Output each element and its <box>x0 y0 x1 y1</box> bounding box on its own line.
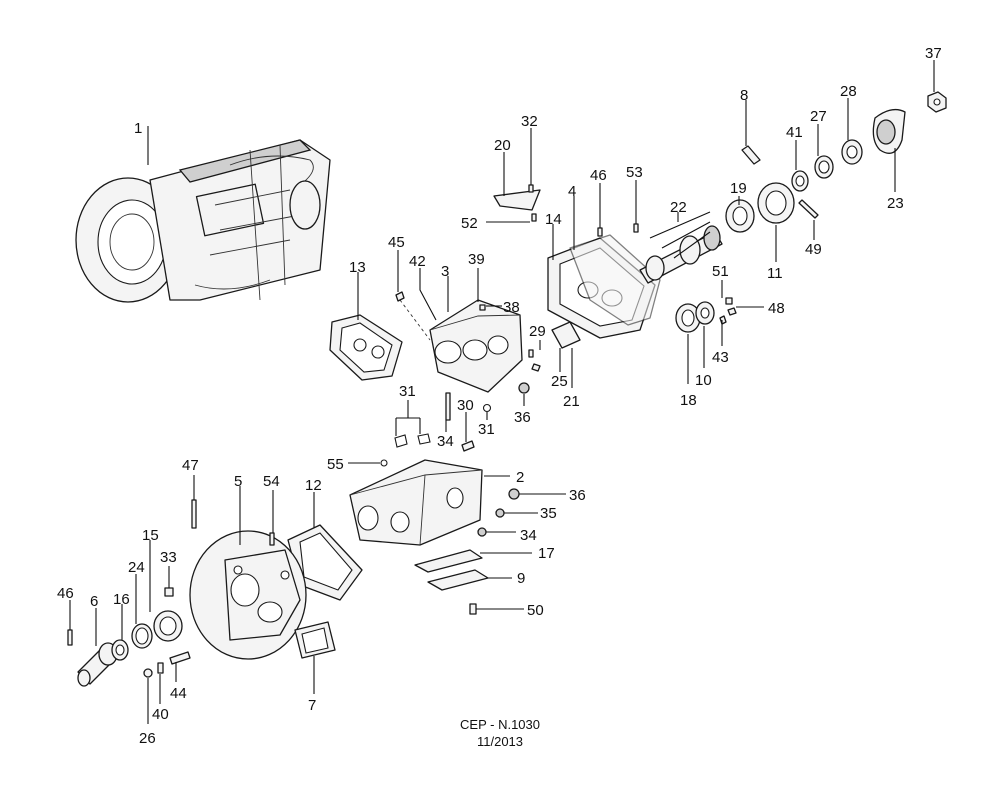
callout-4: 4 <box>568 183 576 200</box>
gasket-17 <box>414 549 483 573</box>
callout-52: 52 <box>461 215 478 232</box>
callout-38: 38 <box>503 299 520 316</box>
housing-2 <box>349 459 483 546</box>
callout-2: 2 <box>516 469 524 486</box>
callout-30: 30 <box>457 397 474 414</box>
front-housing-5 <box>189 530 307 660</box>
callout-labels: 1 2 3 4 5 6 7 8 9 10 11 12 13 14 15 16 1… <box>57 45 942 747</box>
bearing-11 <box>757 182 795 224</box>
callout-37: 37 <box>925 45 942 62</box>
callout-45: 45 <box>388 234 405 251</box>
callout-25: 25 <box>551 373 568 390</box>
callout-12: 12 <box>305 477 322 494</box>
rear-cover-3 <box>399 299 523 393</box>
callout-21: 21 <box>563 393 580 410</box>
callout-43: 43 <box>712 349 729 366</box>
drawing-date: 11/2013 <box>476 734 524 749</box>
ring-27 <box>814 155 834 179</box>
callout-23: 23 <box>887 195 904 212</box>
callout-53: 53 <box>626 164 643 181</box>
drawing-code: CEP - N.1030 <box>460 717 540 732</box>
callout-54: 54 <box>263 473 280 490</box>
callout-8: 8 <box>740 87 748 104</box>
callout-17: 17 <box>538 545 555 562</box>
callout-35: 35 <box>540 505 557 522</box>
callout-36b: 36 <box>569 487 586 504</box>
callout-7: 7 <box>308 697 316 714</box>
callout-51: 51 <box>712 263 729 280</box>
callout-26: 26 <box>139 730 156 747</box>
fasteners <box>67 184 819 678</box>
callout-10: 10 <box>695 372 712 389</box>
gearbox-assembly <box>75 139 331 303</box>
callout-36a: 36 <box>514 409 531 426</box>
callout-6: 6 <box>90 593 98 610</box>
callout-3: 3 <box>441 263 449 280</box>
nut-37 <box>927 91 947 113</box>
callout-46a: 46 <box>590 167 607 184</box>
callout-15: 15 <box>142 527 159 544</box>
callout-11: 11 <box>767 265 783 282</box>
callout-33: 33 <box>160 549 177 566</box>
callout-31a: 31 <box>399 383 416 400</box>
callout-34b: 34 <box>520 527 537 544</box>
bearing-19 <box>725 199 755 233</box>
housing-cover-4 <box>547 234 661 339</box>
callout-22: 22 <box>670 199 687 216</box>
callout-16: 16 <box>113 591 130 608</box>
gasket-9 <box>427 569 489 591</box>
callout-41: 41 <box>786 124 803 141</box>
callout-48: 48 <box>768 300 785 317</box>
ring-28 <box>841 139 863 165</box>
callout-34a: 34 <box>437 433 454 450</box>
callout-32: 32 <box>521 113 538 130</box>
callout-50: 50 <box>527 602 544 619</box>
callout-20: 20 <box>494 137 511 154</box>
callout-19: 19 <box>730 180 747 197</box>
bracket-20 <box>493 189 541 211</box>
callout-14: 14 <box>545 211 562 228</box>
callout-42: 42 <box>409 253 426 270</box>
ring-24 <box>131 623 153 649</box>
ring-16 <box>111 639 129 661</box>
leader-lines <box>69 60 935 724</box>
callout-31b: 31 <box>478 421 495 438</box>
input-shaft-6 <box>77 642 118 687</box>
callout-44: 44 <box>170 685 187 702</box>
callout-5: 5 <box>234 473 242 490</box>
gasket-13 <box>329 314 403 381</box>
ring-15 <box>153 610 183 642</box>
callout-29: 29 <box>529 323 546 340</box>
gasket-12 <box>287 524 363 601</box>
callout-1: 1 <box>134 120 142 137</box>
callout-40: 40 <box>152 706 169 723</box>
ring-41 <box>791 170 809 192</box>
callout-18: 18 <box>680 392 697 409</box>
callout-24: 24 <box>128 559 145 576</box>
callout-9: 9 <box>517 570 525 587</box>
callout-47: 47 <box>182 457 199 474</box>
gasket-21 <box>551 321 581 349</box>
seal-10 <box>695 301 715 325</box>
callout-46b: 46 <box>57 585 74 602</box>
callout-49: 49 <box>805 241 822 258</box>
flange-yoke-23 <box>872 108 906 154</box>
callout-39: 39 <box>468 251 485 268</box>
callout-13: 13 <box>349 259 366 276</box>
pin-8 <box>741 145 761 165</box>
callout-28: 28 <box>840 83 857 100</box>
callout-55: 55 <box>327 456 344 473</box>
gasket-7 <box>294 621 336 659</box>
gear-shaft-22 <box>639 225 723 284</box>
callout-27: 27 <box>810 108 827 125</box>
